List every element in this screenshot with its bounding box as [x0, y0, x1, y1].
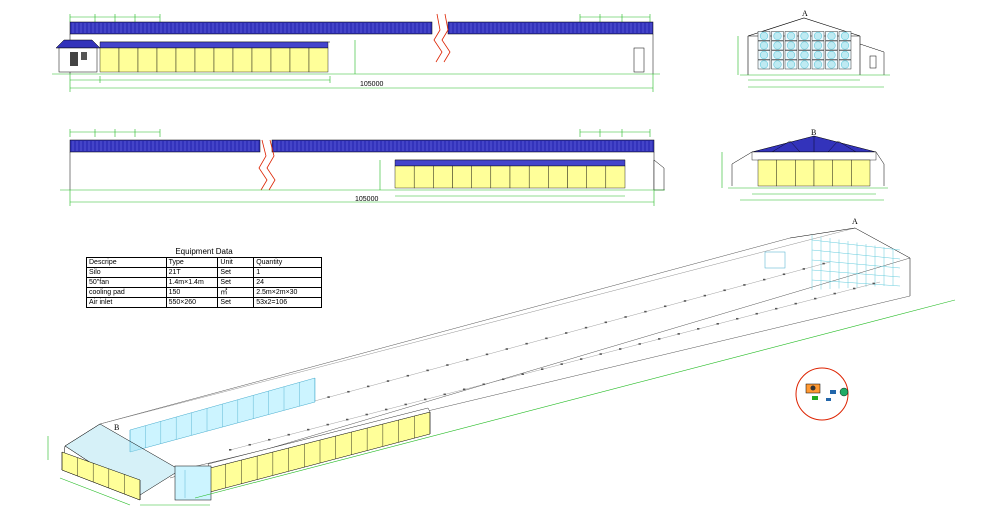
table-cell: 21T [165, 267, 219, 278]
mid-pad-roof [394, 159, 626, 167]
table-cell: 1 [253, 267, 322, 278]
end-b-cooling-pad [757, 159, 871, 187]
table-header-cell: Type [165, 257, 219, 268]
table-cell: 53x2=106 [253, 297, 322, 308]
section-b-label-iso: B [114, 423, 119, 432]
iso-end-b: B [61, 423, 212, 501]
table-cell: Silo [86, 267, 167, 278]
section-a-label-top: A [802, 9, 808, 18]
table-cell: ㎡ [217, 287, 255, 298]
table-cell: 2.5m×2m×30 [253, 287, 322, 298]
top-break-mark [433, 13, 443, 63]
table-row: 50"fan 1.4m×1.4m Set 24 [86, 277, 322, 288]
side-elevation-top: 105000 [52, 13, 660, 92]
table-row: Silo 21T Set 1 [86, 267, 322, 278]
top-elevation-dim-ticks [69, 14, 651, 22]
table-cell: Set [217, 277, 255, 288]
iso-end-a: A [764, 217, 911, 296]
top-right-door [633, 47, 645, 73]
table-header-cell: Unit [217, 257, 255, 268]
isometric-view: A B [47, 217, 956, 506]
table-cell: 550×260 [165, 297, 219, 308]
side-elevation-middle: 105000 [60, 129, 665, 206]
mid-cooling-pad [394, 165, 626, 189]
mid-total-length-label: 105000 [355, 196, 378, 203]
top-ground-dims [52, 40, 660, 92]
table-cell: cooling pad [86, 287, 167, 298]
equipment-table-grid: Descripe Type Unit Quantity Silo 21T Set… [86, 257, 322, 308]
section-b-label-top: B [811, 128, 816, 137]
end-elevation-b: B [721, 128, 888, 201]
top-roof-band-right [447, 21, 654, 35]
table-cell: Air inlet [86, 297, 167, 308]
end-elevation-a: A [737, 9, 890, 88]
table-cell: Set [217, 297, 255, 308]
table-cell: 50"fan [86, 277, 167, 288]
equipment-table-title: Equipment Data [175, 247, 233, 256]
table-cell: 24 [253, 277, 322, 288]
section-a-label-iso: A [852, 217, 858, 226]
top-roof-band-left [69, 21, 433, 35]
table-header-cell: Quantity [253, 257, 322, 268]
table-header-cell: Descripe [86, 257, 167, 268]
top-pad-roof [99, 41, 329, 49]
iso-near-pad [207, 407, 431, 493]
equipment-data-table: Equipment Data Descripe Type Unit Quanti… [86, 246, 322, 308]
table-cell: 150 [165, 287, 219, 298]
detail-callout [795, 367, 849, 421]
table-header-row: Descripe Type Unit Quantity [86, 257, 322, 268]
mid-break-mark [258, 139, 268, 191]
table-row: Air inlet 550×260 Set 53x2=106 [86, 297, 322, 308]
iso-far-pad [129, 377, 316, 453]
top-total-length-label: 105000 [360, 81, 383, 88]
table-cell: Set [217, 267, 255, 278]
top-roof-ribs [72, 23, 652, 33]
iso-fan-wall [811, 235, 901, 290]
table-row: cooling pad 150 ㎡ 2.5m×2m×30 [86, 287, 322, 298]
end-elevation-fan-grid [757, 31, 852, 70]
top-anteroom [55, 39, 101, 73]
table-cell: 1.4m×1.4m [165, 277, 219, 288]
top-cooling-pad [99, 47, 329, 73]
mid-roof-ribs [72, 141, 652, 151]
